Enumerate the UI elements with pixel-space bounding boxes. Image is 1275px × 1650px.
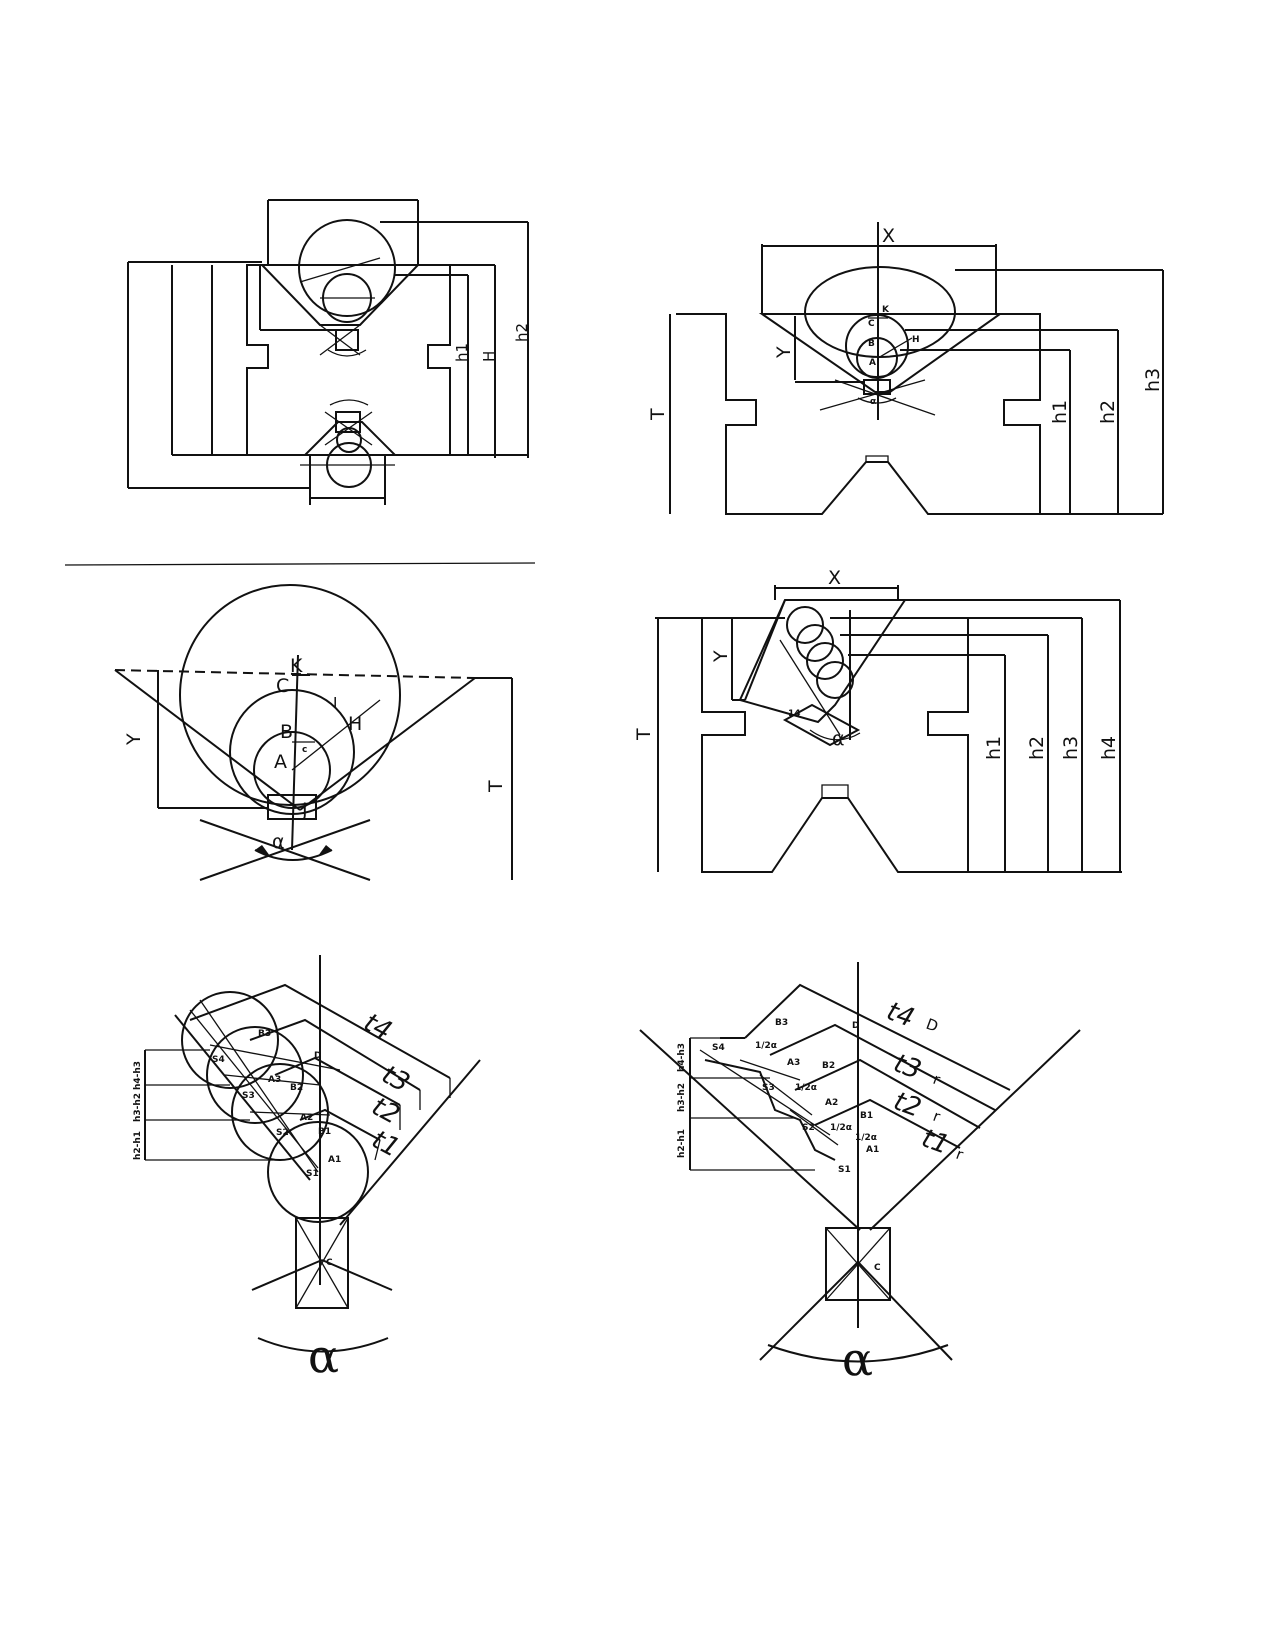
fig6-half2-label: 1/2α — [830, 1123, 852, 1133]
fig4-t4-label: 14 — [788, 709, 801, 719]
fig2-B-label: B — [868, 339, 875, 349]
fig3-B-label: B — [280, 721, 293, 743]
fig5-S3-label: S3 — [242, 1091, 255, 1101]
fig5-S1-label: S1 — [306, 1169, 319, 1179]
fig5-A2-label: A2 — [300, 1113, 313, 1123]
fig3-A-label: A — [274, 751, 287, 773]
fig5-B1-label: B1 — [318, 1127, 331, 1137]
fig5-B3-label: B3 — [258, 1029, 271, 1039]
fig5-B2-label: B2 — [290, 1083, 303, 1093]
fig6-t2-label: t2 — [890, 1086, 925, 1123]
fig1-H-label: H — [480, 351, 498, 362]
fig2-h1-label: h1 — [1049, 400, 1071, 424]
fig6-alpha-label: α — [842, 1332, 873, 1386]
fig3-C-label: C — [276, 675, 289, 697]
fig5-A1-label: A1 — [328, 1155, 341, 1165]
fig3-alpha-label: α — [272, 831, 285, 853]
fig6-half1-label: 1/2α — [855, 1133, 877, 1143]
fig1-h2-label: h2 — [513, 323, 531, 342]
fig2-h2-label: h2 — [1097, 400, 1119, 424]
fig6-B3-label: B3 — [775, 1018, 788, 1028]
fig6-r2-label: r — [931, 1107, 944, 1126]
fig3-J-label: J — [301, 799, 308, 821]
fig4-T-label: T — [633, 728, 655, 741]
fig2-H-label: H — [912, 335, 920, 345]
fig4-h4-label: h4 — [1098, 736, 1120, 760]
fig4-h1-label: h1 — [983, 736, 1005, 760]
fig6-A3-label: A3 — [787, 1058, 800, 1068]
fig5-alpha-label: α — [308, 1329, 339, 1383]
fig6-B1-label: B1 — [860, 1111, 873, 1121]
fig5-t4-label: t4 — [359, 1008, 397, 1047]
fig4-h2-label: h2 — [1026, 736, 1048, 760]
fig2-h3-label: h3 — [1142, 368, 1164, 392]
fig6-D-label: D — [852, 1021, 859, 1031]
fig6-steps-construction: h4-h3 h3-h2 h2-h1 t4 D t3 r t2 r t1 r D … — [639, 962, 1081, 1386]
fig3-H-label: H — [348, 713, 362, 735]
fig2-block-cylinder: X Y T h1 h2 h3 K C B H A α — [647, 222, 1164, 515]
fig5-d1-label: h2-h1 — [133, 1131, 143, 1160]
fig2-Y-label: Y — [773, 346, 795, 359]
fig4-block-stepped: X Y T h1 h2 h3 h4 14 α — [633, 567, 1122, 873]
fig6-d3-label: h4-h3 — [677, 1043, 687, 1072]
fig6-S4-label: S4 — [712, 1043, 725, 1053]
fig1-block-double-vee: h1 H h2 — [127, 199, 531, 505]
fig5-C-label: C — [326, 1258, 333, 1268]
fig6-d1-label: h2-h1 — [677, 1129, 687, 1158]
fig6-A1-label: A1 — [866, 1145, 879, 1155]
fig6-C-label: C — [874, 1263, 881, 1273]
fig6-B2-label: B2 — [822, 1061, 835, 1071]
fig6-r3-label: r — [931, 1070, 944, 1089]
fig2-K-label: K — [882, 305, 890, 315]
fig3-T-label: T — [485, 780, 507, 793]
fig2-A-label: A — [869, 358, 876, 368]
fig3-Y-label: Y — [123, 733, 145, 746]
fig3-c-label: c — [302, 745, 307, 755]
fig6-r4-label: D — [924, 1015, 941, 1036]
fig6-half3-label: 1/2α — [795, 1083, 817, 1093]
fig6-d2-label: h3-h2 — [677, 1083, 687, 1112]
fig2-C-label: C — [868, 319, 875, 329]
fig5-S2-label: S2 — [276, 1128, 289, 1138]
fig5-D-label: D — [314, 1051, 321, 1061]
fig3-vee-detail: K C I H B c A J Y T α — [64, 562, 536, 881]
fig3-K-label: K — [290, 655, 303, 677]
fig4-Y-label: Y — [710, 650, 732, 663]
fig3-I-label: I — [333, 694, 337, 712]
fig4-X-label: X — [828, 567, 841, 589]
fig2-alpha-label: α — [870, 397, 876, 407]
fig6-S3-label: S3 — [762, 1083, 775, 1093]
fig5-S4-label: S4 — [212, 1055, 225, 1065]
fig6-S2-label: S2 — [802, 1123, 815, 1133]
fig5-circles-construction: h4-h3 h3-h2 h2-h1 t4 t3 t2 t1 D S4 S3 S2… — [133, 955, 481, 1383]
fig5-d3-label: h4-h3 — [133, 1061, 143, 1090]
fig5-A3-label: A3 — [268, 1075, 281, 1085]
fig6-S1-label: S1 — [838, 1165, 851, 1175]
fig4-alpha-label: α — [832, 728, 845, 750]
fig5-d2-label: h3-h2 — [133, 1093, 143, 1122]
fig1-h1-label: h1 — [453, 343, 471, 362]
fig6-A2-label: A2 — [825, 1098, 838, 1108]
fig2-T-label: T — [647, 408, 669, 421]
fig4-h3-label: h3 — [1060, 736, 1082, 760]
fig2-X-label: X — [882, 225, 895, 247]
fig5-t1-label: t1 — [367, 1125, 405, 1164]
fig6-half4-label: 1/2α — [755, 1041, 777, 1051]
